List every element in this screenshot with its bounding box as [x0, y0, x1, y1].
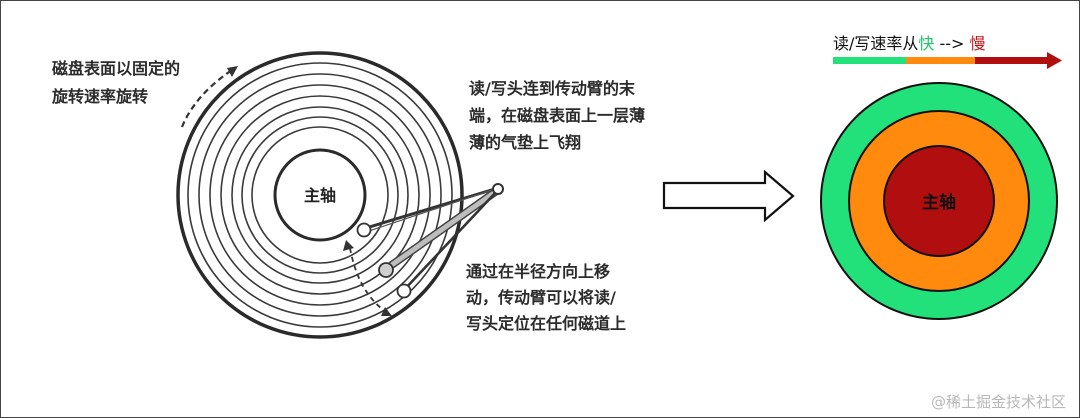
legend-arrow-text: --> — [934, 34, 970, 53]
watermark: @稀土掘金技术社区 — [930, 393, 1066, 411]
legend-segment-mid — [906, 57, 975, 64]
legend-segment-fast — [833, 57, 906, 64]
disk-tracks — [187, 62, 453, 328]
actuator-arm-caption: 通过在半径方向上移动，传动臂可以将读/写头定位在任何磁道上 — [466, 262, 627, 333]
read-write-head-upper — [356, 222, 372, 238]
legend-prefix: 读/写速率从 — [833, 34, 919, 53]
speed-legend-title: 读/写速率从快 --> 慢 — [833, 30, 986, 54]
legend-segment-slow — [975, 57, 1048, 64]
read-write-head-caption: 读/写头连到传动臂的末端，在磁盘表面上一层薄薄的气垫上飞翔 — [469, 79, 646, 152]
left-spindle-label: 主轴 — [304, 186, 336, 205]
arm-travel-arrow-icon — [343, 240, 392, 316]
platter-rim — [176, 51, 464, 339]
rotation-caption: 磁盘表面以固定的旋转速率旋转 — [52, 59, 181, 106]
rotation-arrow-icon — [180, 66, 238, 128]
transition-arrow-icon — [662, 169, 795, 223]
disk-platter — [176, 51, 464, 339]
zone-inner-slow — [883, 145, 995, 257]
spindle-hub — [273, 148, 367, 242]
right-spindle-label: 主轴 — [922, 192, 956, 213]
read-write-head-middle — [378, 262, 394, 278]
read-write-head-lower — [396, 283, 412, 299]
legend-fast-label: 快 — [918, 34, 935, 53]
speed-zone-disk — [820, 82, 1058, 320]
legend-arrowhead-icon — [1047, 52, 1062, 69]
legend-slow-label: 慢 — [969, 34, 986, 53]
speed-legend-bar — [833, 52, 1062, 69]
actuator-arm — [356, 183, 504, 299]
